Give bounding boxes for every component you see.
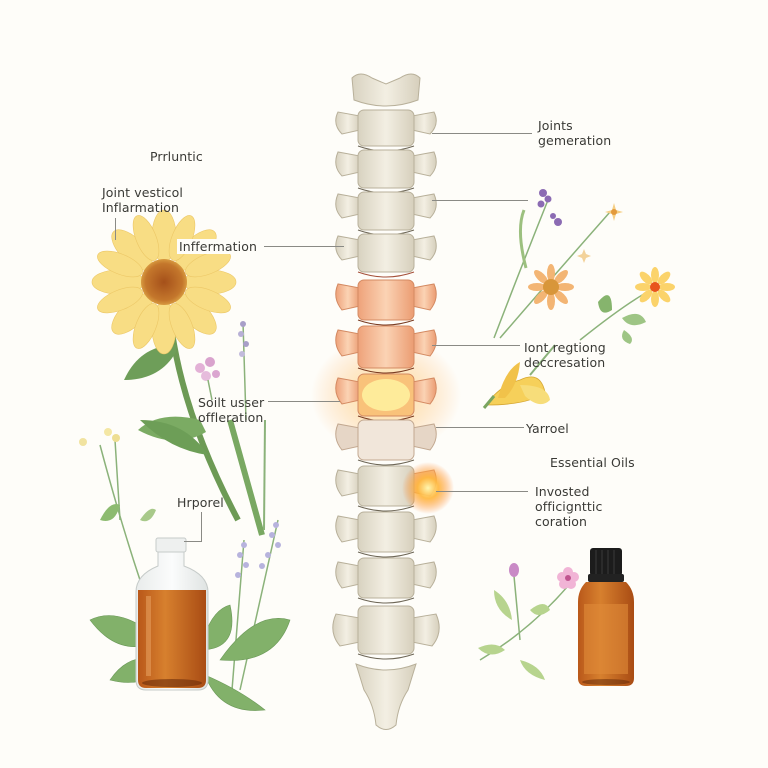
lavender-sprig [231,519,281,691]
daisy-yellow [635,267,675,307]
vertebra-1 [335,109,437,152]
label-text: Inffermation [179,239,258,254]
label-line-2: officignttic [535,499,603,514]
spine [311,73,461,730]
label-line-2: gemeration [538,133,612,148]
label-inffermation: Inffermation [177,239,260,254]
leader-iont-regtiong [432,345,520,346]
label-text: Essential Oils [550,455,635,470]
sunflower-illustration [91,209,241,522]
label-soilt-usser: Soilt usser offleration [198,395,264,425]
leader-bouquet [432,200,528,201]
label-line-1: Joints [538,118,573,133]
leader-joints-gemeration [432,133,532,134]
label-joints-gemeration: Joints gemeration [538,118,611,148]
vertebra-2 [335,149,437,194]
label-line-1: Joint vesticol [102,185,183,200]
label-joint-vesticol: Joint vesticol Inflarmation [102,185,183,215]
yarrow-sprig [79,428,156,581]
label-text: Prrluntic [150,149,203,164]
vertebrae [332,109,440,660]
lavender-sprig-small [238,321,249,421]
label-line-2: Inflarmation [102,200,180,215]
vertebra-12 [332,605,440,660]
leader-inffermation [264,246,344,247]
label-iont-regtiong: Iont regtiong deccresation [524,340,606,370]
label-invosted: Invosted officignttic coration [535,484,602,529]
coccyx [355,663,417,730]
label-line-2: deccresation [524,355,606,370]
pink-flower-cluster [195,357,220,401]
label-line-1: Soilt usser [198,395,265,410]
vertebra-5-inflamed [335,279,437,326]
leader-joint-vesticol [115,218,116,240]
label-line-2: offleration [198,410,264,425]
vertebra-7-inflamed-core [335,373,437,422]
daisy-orange [528,264,574,310]
label-prrluntic: Prrluntic [150,149,203,164]
label-line-3: coration [535,514,588,529]
vertebra-4 [335,233,437,278]
vertebra-3 [335,191,437,236]
label-essential-oils: Essential Oils [550,455,635,470]
leader-hrporel-h [184,541,201,542]
pink-flower-sprig [478,563,579,680]
label-line-1: Iont regtiong [524,340,606,355]
leader-yarroel [436,427,524,428]
star-flower-small [577,249,591,263]
vertebra-6-inflamed [335,325,437,374]
label-text: Hrporel [177,495,224,510]
vertebra-11 [335,557,437,604]
green-stalk [140,419,266,536]
vertebra-10 [335,511,437,558]
label-line-1: Invosted [535,484,590,499]
yellow-lily [482,344,556,409]
leader-soilt-usser [268,401,340,402]
leader-invosted [436,491,528,492]
wildflower-bouquet [493,189,675,344]
pain-hotspot [402,462,454,514]
label-yarroel: Yarroel [526,421,569,436]
vertebra-8 [335,419,437,466]
amber-dropper-bottle [578,548,634,686]
label-hrporel: Hrporel [177,495,224,510]
oil-bottle-clear [135,537,209,691]
star-flower [605,203,623,221]
leader-hrporel-v [201,512,202,542]
label-text: Yarroel [526,421,569,436]
